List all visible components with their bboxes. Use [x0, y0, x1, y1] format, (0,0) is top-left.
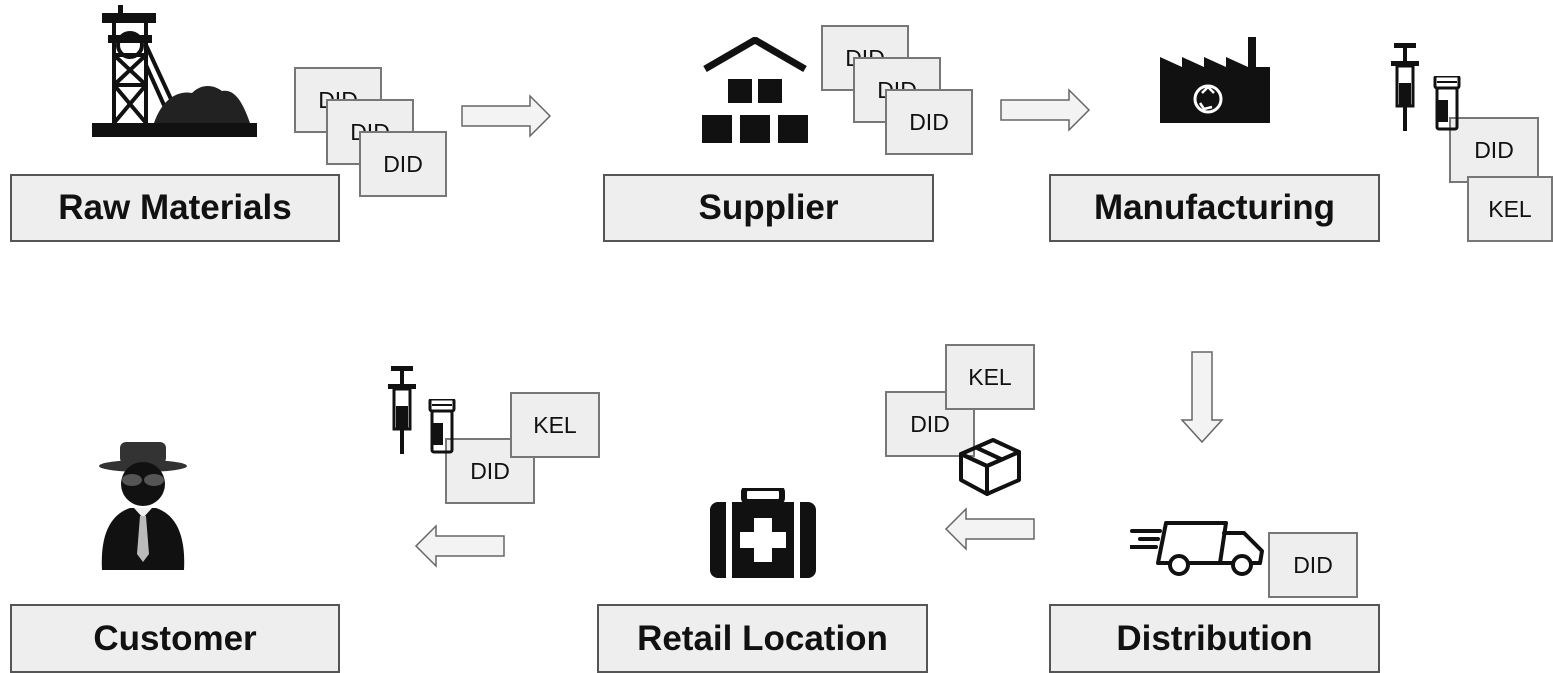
arrow-down-icon [1180, 351, 1224, 444]
did-tag: DID [359, 131, 447, 197]
mine-tower-icon [92, 5, 257, 137]
stage-raw-materials: Raw Materials [10, 174, 340, 242]
kel-tag: KEL [510, 392, 600, 458]
stage-supplier: Supplier [603, 174, 934, 242]
arrow-right-icon [461, 94, 552, 138]
did-tag: DID [885, 89, 973, 155]
arrow-left-icon [944, 507, 1035, 551]
spy-person-icon [99, 442, 187, 570]
syringe-icon [1391, 43, 1419, 131]
kel-tag: KEL [1467, 176, 1553, 242]
arrow-right-icon [1000, 88, 1091, 132]
stage-customer: Customer [10, 604, 340, 673]
arrow-left-icon [414, 524, 505, 568]
did-tag: DID [1449, 117, 1539, 183]
first-aid-kit-icon [710, 488, 816, 578]
stage-distribution: Distribution [1049, 604, 1380, 673]
stage-retail-location: Retail Location [597, 604, 928, 673]
warehouse-icon [702, 37, 808, 143]
pill-bottle-icon [1433, 76, 1461, 131]
factory-recycle-icon [1160, 37, 1270, 123]
kel-tag: KEL [945, 344, 1035, 410]
did-tag: DID [1268, 532, 1358, 598]
pill-bottle-icon [428, 399, 456, 454]
stage-manufacturing: Manufacturing [1049, 174, 1380, 242]
syringe-icon [388, 366, 416, 454]
package-icon [959, 438, 1021, 496]
delivery-truck-icon [1130, 521, 1264, 576]
